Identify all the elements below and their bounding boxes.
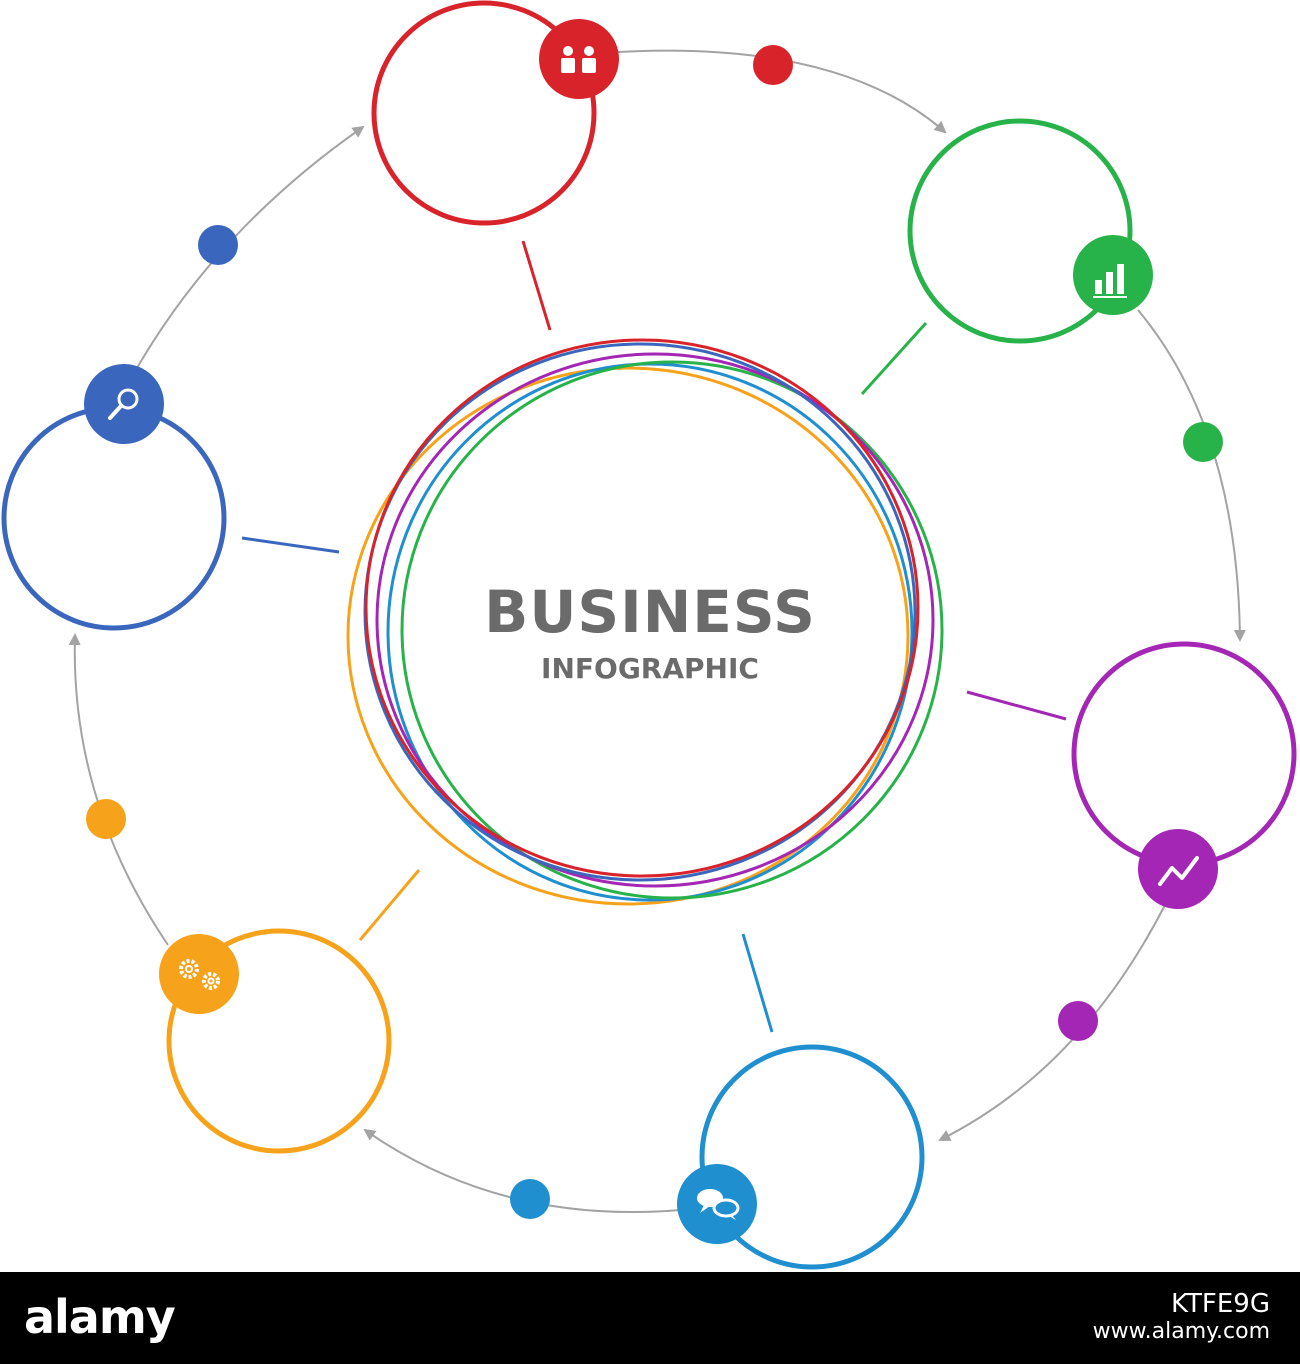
node-blue [1,364,227,631]
node-red-badge [539,19,619,99]
arrow-blue-to-red [132,125,365,376]
flow-dots [86,45,1223,1219]
node-red [371,0,619,226]
dot-cyan [510,1179,550,1219]
gears-icon [179,959,220,990]
diagram-canvas [1,0,1297,1270]
node-cyan [677,1044,925,1270]
connector-cyan [741,933,774,1033]
node-orange [159,928,392,1154]
bar-chart-icon [1093,264,1127,298]
image-id: KTFE9G [1171,1289,1270,1319]
infographic-diagram: BUSINESS INFOGRAPHIC [1,0,1297,1270]
alamy-logo: alamy [24,1290,176,1344]
arrow-orange-to-blue [68,633,169,946]
watermark-footer: alamy KTFE9G www.alamy.com [0,1272,1300,1364]
node-cyan-ring [699,1044,925,1270]
node-purple [1071,641,1297,909]
dot-green [1183,422,1223,462]
chat-bubbles-icon [697,1189,740,1220]
center-ring-purple [375,352,935,888]
connector-purple [966,690,1067,721]
arrow-red-to-green [617,49,947,134]
connector-blue [241,536,340,554]
image-id-block: KTFE9G www.alamy.com [1093,1290,1270,1346]
node-blue-badge [84,364,164,444]
connector-lines [241,240,1067,1033]
arrow-purple-to-cyan [938,904,1166,1141]
infographic-title: BUSINESS [484,578,816,646]
magnifier-icon [108,388,139,420]
dot-purple [1058,1001,1098,1041]
site-url: www.alamy.com [1092,1319,1270,1344]
dot-red [753,45,793,85]
trend-line-icon [1158,856,1199,886]
center-rings [346,338,944,906]
people-icon [561,46,596,73]
node-red-ring [371,0,597,226]
node-green [907,118,1153,344]
center-ring-red [364,338,920,878]
connector-red [521,240,552,331]
center-ring-orange [346,366,910,906]
dot-blue [198,225,238,265]
node-orange-badge [159,934,239,1014]
connector-green [860,321,928,396]
dot-orange [86,799,126,839]
infographic-subtitle: INFOGRAPHIC [541,652,759,685]
center-ring-green [400,360,944,900]
node-purple-badge [1138,829,1218,909]
connector-orange [358,869,421,941]
